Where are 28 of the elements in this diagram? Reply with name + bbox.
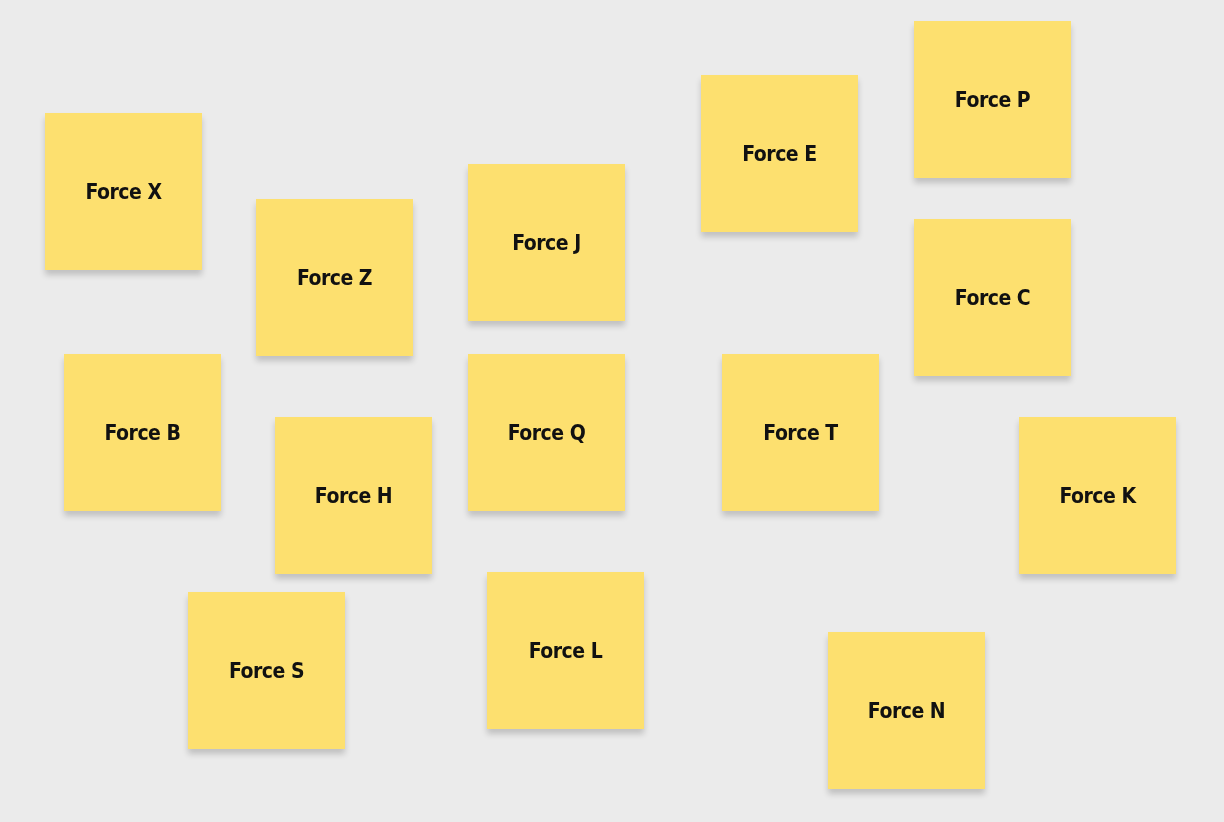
note-text: Force K	[1059, 483, 1136, 508]
sticky-note	[275, 417, 432, 574]
sticky-note	[914, 21, 1071, 178]
note-text: Force E	[742, 141, 817, 166]
sticky-note	[914, 219, 1071, 376]
note-text: Force X	[85, 179, 162, 204]
sticky-note	[468, 164, 625, 321]
sticky-note	[468, 354, 625, 511]
sticky-note	[45, 113, 202, 270]
sticky-note	[64, 354, 221, 511]
sticky-note	[701, 75, 858, 232]
note-text: Force B	[104, 420, 181, 445]
note-text: Force Z	[296, 265, 373, 290]
sticky-note	[256, 199, 413, 356]
sticky-note	[1019, 417, 1176, 574]
note-text: Force P	[954, 87, 1031, 112]
sticky-note	[487, 572, 644, 729]
note-text: Force S	[228, 658, 305, 683]
sticky-note	[188, 592, 345, 749]
note-text: Force N	[867, 698, 946, 723]
note-text: Force Q	[507, 420, 586, 445]
note-text: Force H	[314, 483, 393, 508]
note-text: Force J	[512, 230, 581, 255]
note-text: Force L	[528, 638, 603, 663]
sticky-note	[828, 632, 985, 789]
sticky-note	[722, 354, 879, 511]
note-text: Force T	[763, 420, 838, 445]
note-text: Force C	[954, 285, 1031, 310]
